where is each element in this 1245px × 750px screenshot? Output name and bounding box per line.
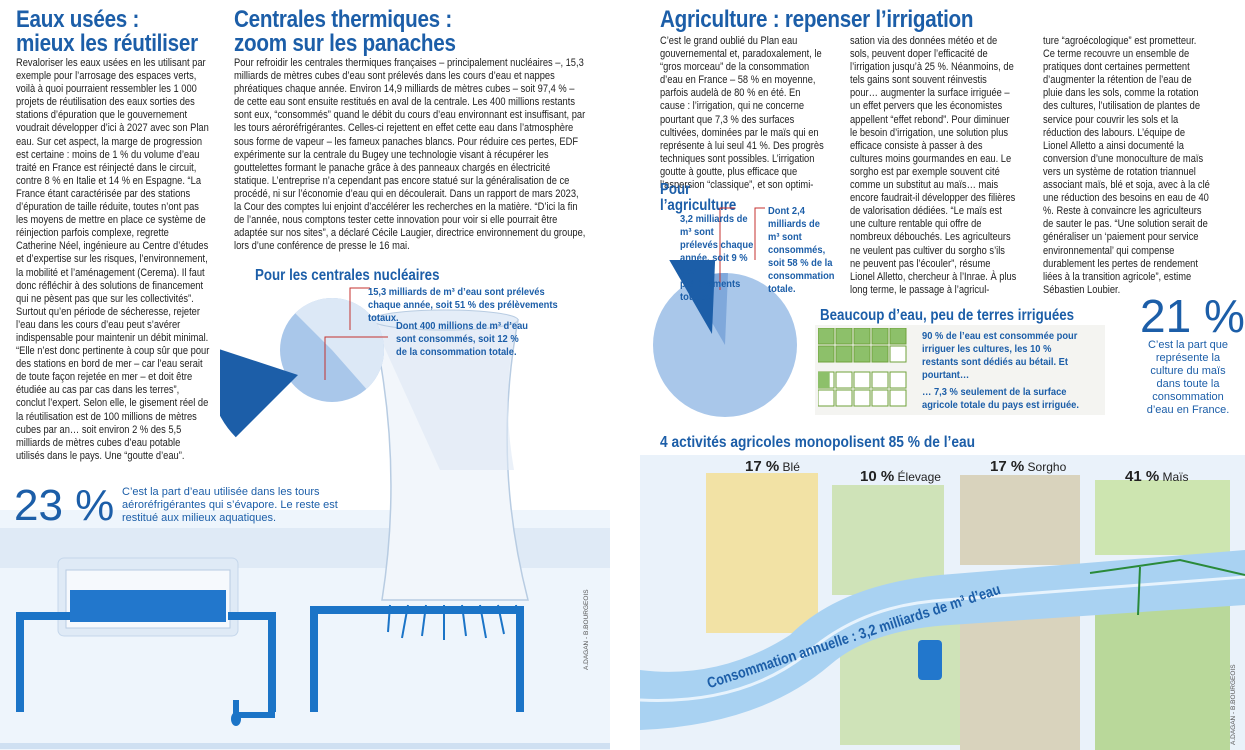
grid-cell	[889, 328, 907, 345]
basin-water	[70, 590, 226, 622]
field-ble	[706, 473, 818, 633]
grid-cell	[853, 389, 871, 407]
crop-3-pct: 17 %	[990, 458, 1025, 475]
left-title-line1: Eaux usées :	[16, 6, 140, 33]
grid-cell	[853, 328, 871, 345]
agri-chart-title-1: Pour	[660, 181, 691, 198]
crop-1-name: Blé	[782, 460, 800, 474]
grid-cell	[835, 389, 853, 407]
grid-cell	[889, 389, 907, 407]
pipe-right	[310, 606, 524, 712]
crop-4-pct: 41 %	[1125, 468, 1160, 485]
crop-4: 41 % Maïs	[1125, 468, 1189, 485]
nuclear-callout-1: 15,3 milliards de m³ d’eau sont prélevés…	[368, 287, 558, 324]
pipe-drop	[233, 670, 275, 718]
crop-2-pct: 10 %	[860, 468, 895, 485]
water-trough	[918, 640, 942, 680]
grid-cell	[835, 328, 853, 345]
agri-leader-lines	[719, 207, 765, 290]
grid-cell	[853, 345, 871, 363]
irrigation-title: Beaucoup d’eau, peu de terres irriguées	[820, 307, 1075, 324]
cooling-tower-illustration	[0, 309, 610, 750]
irrigated-area-grid	[818, 371, 907, 407]
crop-4-name: Maïs	[1162, 470, 1189, 484]
tower-shade	[372, 320, 518, 470]
middle-body: Pour refroidir les centrales thermiques …	[234, 57, 586, 253]
nuclear-pie-slice-consumed	[220, 349, 298, 438]
left-stat-value: 23 %	[14, 481, 115, 530]
right-col3: ture “agroécologique” est prometteur. Ce…	[1043, 35, 1210, 296]
middle-credit: A.DAGAN - B.BOURGEOIS	[583, 589, 590, 670]
pipe-left	[16, 612, 70, 712]
field-mais-low	[1095, 605, 1230, 750]
crop-3: 17 % Sorgho	[990, 458, 1066, 475]
grid-cell	[853, 371, 871, 389]
leader-line-2	[324, 336, 388, 380]
grid-cell	[818, 389, 835, 407]
agri-pie-slice-consumed	[669, 260, 716, 334]
right-stat-value: 21 %	[1140, 290, 1245, 342]
right-col2: sation via des données météo et de sols,…	[850, 35, 1017, 296]
grid-cell	[818, 328, 835, 345]
agri-callout-2: Dont 2,4 milliards de m³ sont consommés,…	[768, 206, 835, 295]
left-title-line2: mieux les réutiliser	[16, 30, 198, 57]
crop-1-pct: 17 %	[745, 458, 780, 475]
nuclear-pie-chart	[220, 298, 384, 438]
field-elevage	[832, 485, 944, 595]
sprinkler	[1089, 558, 1245, 616]
right-col1: C’est le grand oublié du Plan eau gouver…	[660, 35, 824, 192]
left-body: Revaloriser les eaux usées en les utilis…	[16, 57, 210, 462]
leader-line-1	[349, 287, 370, 330]
crop-1: 17 % Blé	[745, 458, 800, 475]
river	[640, 550, 1245, 730]
grid-cell	[835, 371, 853, 389]
field-mais-top	[1095, 480, 1230, 555]
nuclear-pie-slice-withdrawn	[295, 298, 384, 390]
field-sorgho-low	[960, 605, 1080, 750]
nuclear-chart-title: Pour les centrales nucléaires	[255, 267, 440, 284]
tower-spray	[387, 604, 521, 640]
nuclear-callout-2: Dont 400 millions de m³ d’eau sont conso…	[396, 321, 528, 358]
irrigation-text-2: … 7,3 % seulement de la surface agricole…	[922, 387, 1079, 411]
crop-2-name: Élevage	[897, 470, 941, 484]
right-credit: A.DAGAN - B.BOURGEOIS	[1230, 664, 1237, 745]
grid-cell	[871, 328, 889, 345]
agri-leader-2	[754, 207, 765, 260]
crops-title: 4 activités agricoles monopolisent 85 % …	[660, 434, 976, 451]
water-usage-grid	[818, 328, 907, 363]
grid-cell	[889, 371, 907, 389]
farm-illustration	[640, 455, 1245, 750]
right-title: Agriculture : repenser l’irrigation	[660, 6, 974, 33]
river-highlight	[640, 575, 1245, 702]
agri-leader-1	[719, 207, 735, 290]
water-drop	[231, 712, 241, 726]
crop-3-name: Sorgho	[1027, 460, 1067, 474]
grid-cell-partial	[818, 372, 830, 388]
agri-chart-title-2: l’agriculture	[660, 197, 737, 214]
right-stat-caption: C’est la part que représente la culture …	[1146, 339, 1230, 416]
left-stat-caption: C’est la part d’eau utilisée dans les to…	[122, 486, 338, 524]
grid-cell	[818, 345, 835, 363]
grid-cell	[835, 345, 853, 363]
agriculture-pie-chart	[653, 260, 797, 417]
nuclear-leader-lines	[324, 287, 388, 380]
irrigation-grids	[818, 328, 907, 407]
crop-2: 10 % Élevage	[860, 468, 941, 485]
grid-cell	[871, 389, 889, 407]
irrigation-text-1: 90 % de l’eau est consommée pour irrigue…	[922, 331, 1078, 381]
agri-callout-1: 3,2 milliards de m³ sont prélevés chaque…	[680, 214, 754, 303]
middle-title-line1: Centrales thermiques :	[234, 6, 452, 33]
field-sorgho	[960, 475, 1080, 565]
grid-cell	[871, 345, 889, 363]
middle-title-line2: zoom sur les panaches	[234, 30, 456, 57]
grid-cell	[889, 345, 907, 363]
grid-cell	[871, 371, 889, 389]
